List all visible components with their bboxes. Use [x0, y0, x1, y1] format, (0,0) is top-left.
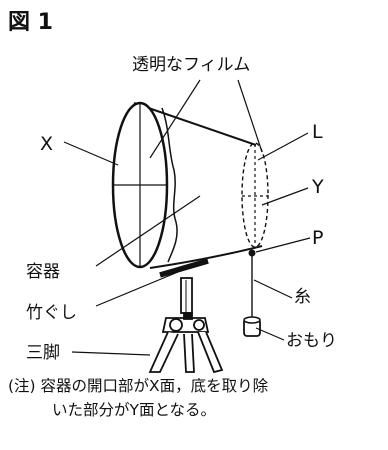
label-y: Y [311, 176, 324, 198]
leader-lines [63, 79, 311, 356]
label-p: P [312, 227, 323, 249]
figure-title: 図 1 [8, 10, 53, 35]
label-l: L [312, 121, 323, 143]
label-thread: 糸 [294, 287, 311, 307]
bamboo-skewer [159, 258, 209, 278]
y-face [241, 142, 269, 248]
container-body [133, 102, 263, 269]
transparent-film [161, 107, 178, 263]
label-tripod: 三脚 [26, 343, 60, 363]
label-container: 容器 [26, 262, 60, 282]
figure-note: (注) 容器の開口部がX面，底を取り除 いた部分がY面となる。 [8, 374, 384, 422]
weight [243, 316, 261, 337]
label-x: X [40, 133, 53, 155]
point-p [248, 249, 256, 257]
label-skewer: 竹ぐし [26, 303, 77, 323]
note-line-2: いた部分がY面となる。 [52, 401, 217, 419]
tripod [148, 277, 224, 374]
label-weight: おもり [286, 331, 337, 351]
label-film: 透明なフィルム [132, 55, 250, 75]
note-line-1: (注) 容器の開口部がX面，底を取り除 [8, 377, 269, 395]
